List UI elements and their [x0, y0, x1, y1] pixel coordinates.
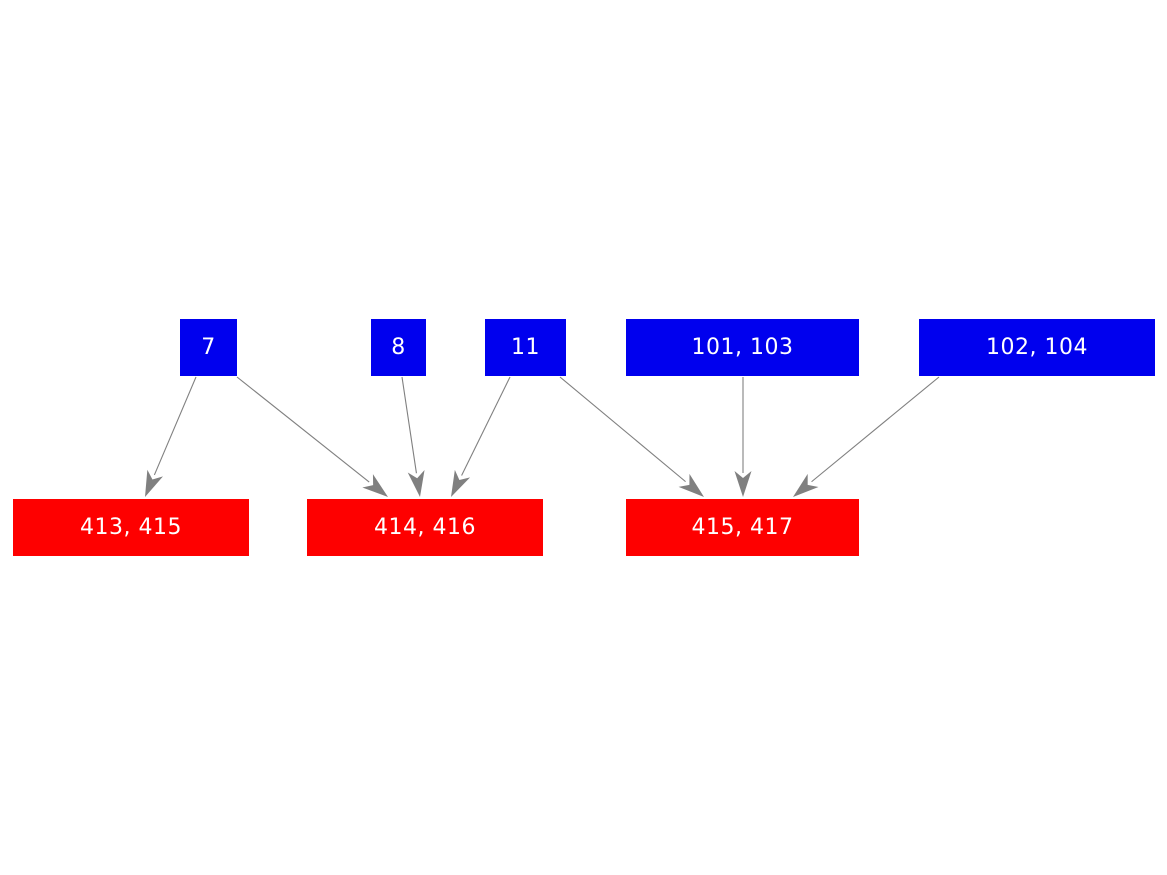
edge-n11-to-n414 — [451, 376, 511, 497]
graph-node-label: 7 — [201, 334, 216, 360]
graph-node-n102[interactable]: 102, 104 — [919, 319, 1155, 376]
arrowhead-icon — [734, 471, 752, 497]
arrowhead-icon — [407, 470, 425, 497]
edge-line — [811, 376, 940, 483]
graph-node-label: 11 — [511, 334, 540, 360]
edge-n101-to-n415 — [734, 377, 752, 497]
edge-n7-to-n413 — [145, 376, 197, 497]
edge-n102-to-n415 — [793, 376, 940, 497]
graph-node-label: 413, 415 — [80, 514, 182, 540]
graph-node-n415[interactable]: 415, 417 — [626, 499, 859, 556]
graph-node-label: 101, 103 — [691, 334, 794, 360]
edge-line — [236, 376, 370, 483]
edge-line — [401, 376, 417, 474]
graph-node-n7[interactable]: 7 — [180, 319, 237, 376]
graph-node-n101[interactable]: 101, 103 — [626, 319, 859, 376]
edge-line — [559, 376, 686, 483]
graph-node-label: 8 — [391, 334, 406, 360]
graph-node-n414[interactable]: 414, 416 — [307, 499, 543, 556]
arrowhead-icon — [362, 474, 388, 497]
arrowhead-icon — [145, 469, 163, 497]
arrowhead-icon — [678, 473, 704, 497]
edge-n7-to-n414 — [236, 376, 388, 497]
arrowhead-icon — [451, 469, 471, 497]
edge-line — [153, 376, 197, 476]
edge-n8-to-n414 — [401, 376, 425, 497]
graph-node-n11[interactable]: 11 — [485, 319, 566, 376]
graph-node-label: 414, 416 — [374, 514, 476, 540]
edge-n11-to-n415 — [559, 376, 704, 497]
graph-node-n8[interactable]: 8 — [371, 319, 426, 376]
graph-node-label: 102, 104 — [986, 334, 1088, 360]
arrowhead-icon — [793, 473, 819, 497]
graph-node-label: 415, 417 — [691, 514, 794, 540]
edge-line — [461, 376, 511, 476]
graph-node-n413[interactable]: 413, 415 — [13, 499, 249, 556]
